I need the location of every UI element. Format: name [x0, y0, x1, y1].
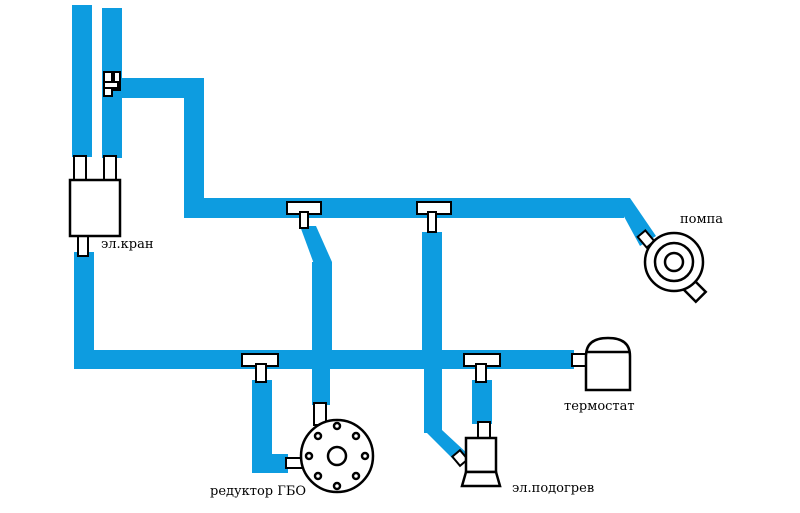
- reducer-bolt: [351, 471, 361, 481]
- thermostat-body: [584, 336, 632, 392]
- reducer-bolt: [332, 421, 342, 431]
- heater-body: [464, 436, 498, 474]
- pipe-valve-inlet-left: [72, 5, 92, 157]
- thermostat-label: термостат: [564, 399, 635, 414]
- heater-base: [460, 470, 502, 488]
- pipe-heater-top: [472, 380, 492, 424]
- tee-lower-2-stem: [475, 363, 487, 383]
- pipe-reducer-side: [252, 454, 288, 473]
- valve-label: эл.кран: [101, 237, 154, 252]
- reducer: [299, 418, 375, 494]
- pipe-heater-vertical: [424, 369, 442, 433]
- reducer-bolt: [351, 431, 361, 441]
- reducer-bolt: [313, 471, 323, 481]
- thermostat: [584, 336, 632, 392]
- pipe-valve-outlet: [74, 252, 94, 368]
- pipe-reducer-top: [312, 369, 330, 405]
- tee-upper-2-stem: [427, 211, 437, 233]
- reducer-bolt: [313, 431, 323, 441]
- pipe-cross-2: [422, 232, 442, 352]
- pipe-top-down: [184, 78, 204, 218]
- valve-body: [68, 178, 122, 238]
- heater: [460, 436, 502, 488]
- pipe-diagonal-upper: [300, 226, 332, 264]
- reducer-bolt: [304, 451, 314, 461]
- pipe-top-branch: [122, 78, 204, 98]
- pump-inner-ring: [663, 251, 685, 273]
- fitting-heater-side: [450, 448, 470, 468]
- pipe-cross-1: [312, 262, 332, 352]
- fitting-valve-out: [77, 235, 89, 257]
- fitting-top-right-2: [103, 87, 113, 97]
- fitting-top-right: [103, 71, 113, 83]
- reducer-bolt: [360, 451, 370, 461]
- pump: [643, 231, 708, 304]
- pipe-reducer-down: [252, 380, 272, 472]
- pump-label: помпа: [680, 212, 724, 227]
- fitting-valve-in-right: [103, 155, 117, 181]
- pipe-lower-main: [74, 350, 574, 369]
- fitting-thermostat: [571, 353, 587, 367]
- reducer-center: [326, 445, 348, 467]
- reducer-label: редуктор ГБО: [210, 484, 307, 499]
- pipe-upper-main: [184, 198, 624, 218]
- fitting-valve-in-left: [73, 155, 87, 181]
- tee-lower-1-stem: [255, 363, 267, 383]
- tee-upper-1-stem: [299, 211, 309, 229]
- heater-label: эл.подогрев: [512, 481, 595, 496]
- reducer-bolt: [332, 481, 342, 491]
- fitting-heater-top: [477, 421, 491, 439]
